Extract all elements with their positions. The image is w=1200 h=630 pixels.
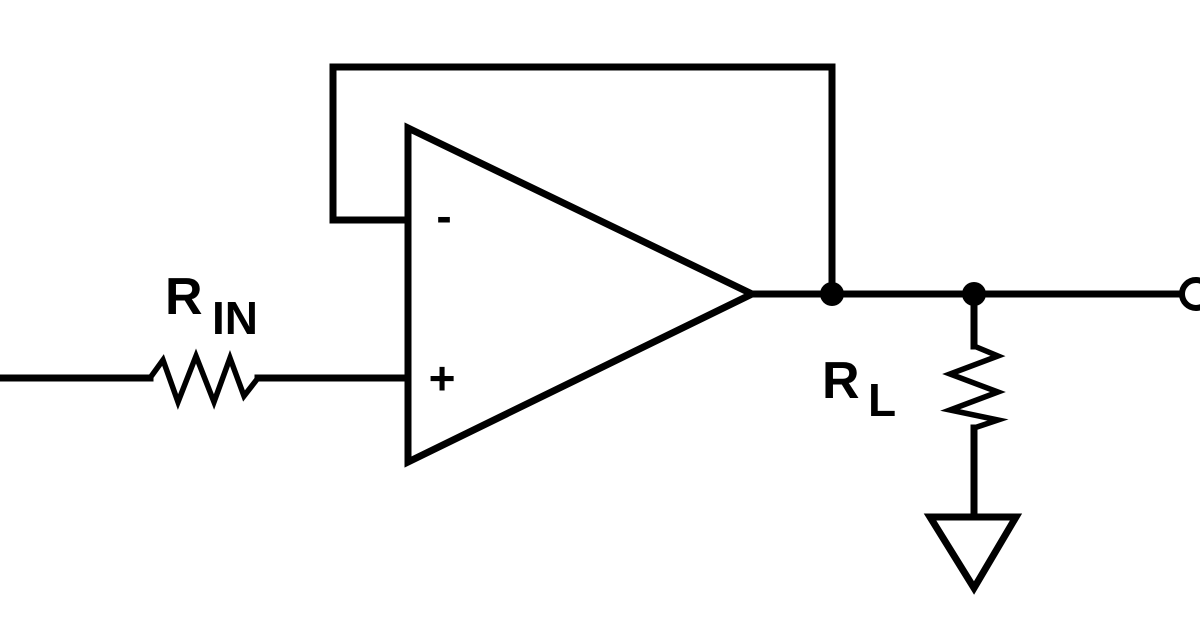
- non-inverting-input-sign: +: [429, 352, 456, 404]
- r-l-label-main: R: [822, 352, 860, 410]
- load-resistor: [940, 343, 1009, 431]
- r-in-label-subscript: IN: [212, 292, 258, 344]
- output-junction-dot: [820, 282, 844, 306]
- feedback-wire: [329, 63, 836, 298]
- inverting-input-sign: -: [436, 190, 451, 242]
- ground-symbol: [923, 513, 1023, 595]
- output-terminal: [1179, 277, 1200, 311]
- op-amp-triangle: [404, 122, 761, 468]
- r-in-label-main: R: [165, 268, 203, 326]
- input-resistor: [147, 348, 261, 410]
- r-l-label-subscript: L: [868, 374, 896, 426]
